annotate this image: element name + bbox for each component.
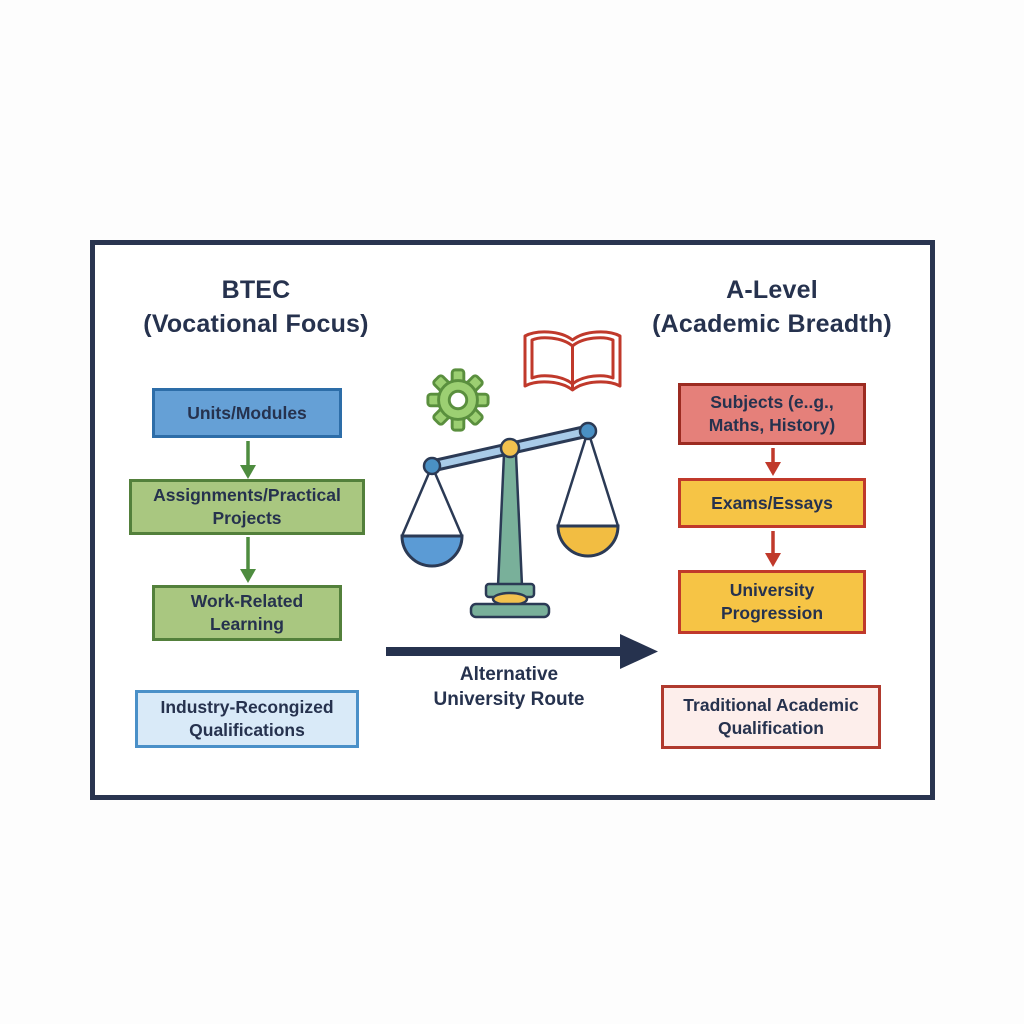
box-label: Traditional Academic Qualification (683, 695, 859, 738)
box-label: Work-Related Learning (190, 591, 304, 634)
down-arrow-red-2 (765, 531, 781, 567)
box-label: Subjects (e..g., Maths, History) (708, 392, 836, 435)
btec-box-assignments: Assignments/Practical Projects (129, 479, 365, 535)
box-label: Industry-Recongized Qualifications (160, 697, 334, 740)
gear-icon (426, 368, 490, 432)
route-arrow-icon (386, 634, 658, 669)
box-label: University Progression (720, 580, 824, 623)
open-book-icon (523, 330, 622, 392)
alevel-box-university-progression: University Progression (678, 570, 866, 634)
btec-box-industry-qualifications: Industry-Recongized Qualifications (135, 690, 359, 748)
box-label: Exams/Essays (711, 492, 833, 513)
down-arrow-green-2 (240, 537, 256, 583)
alevel-box-subjects: Subjects (e..g., Maths, History) (678, 383, 866, 445)
alevel-column-title: A-Level (Academic Breadth) (652, 276, 892, 338)
alevel-box-exams-essays: Exams/Essays (678, 478, 866, 528)
btec-box-units-modules: Units/Modules (152, 388, 342, 438)
btec-box-work-related: Work-Related Learning (152, 585, 342, 641)
btec-column-title: BTEC (Vocational Focus) (143, 276, 369, 338)
box-label: Units/Modules (187, 402, 307, 423)
balance-scale-icon (400, 421, 620, 619)
route-label: Alternative University Route (433, 664, 585, 711)
down-arrow-green-1 (240, 441, 256, 479)
box-label: Assignments/Practical Projects (153, 485, 341, 528)
alevel-box-traditional-qualification: Traditional Academic Qualification (661, 685, 881, 749)
down-arrow-red-1 (765, 448, 781, 476)
